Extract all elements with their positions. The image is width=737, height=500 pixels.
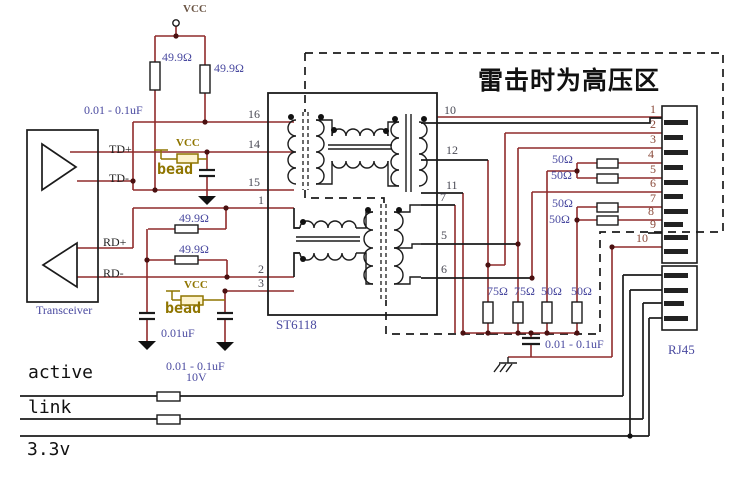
high-voltage-zone-title: 雷击时为高压区 <box>478 66 661 95</box>
rail-3v3-label: 3.3v <box>27 439 71 460</box>
rj45-pin-10: 10 <box>636 231 648 245</box>
bead-td-label: bead <box>157 160 194 178</box>
junction-dots <box>130 33 633 439</box>
ferrite-bead-td <box>154 149 207 164</box>
active-led-label: active <box>28 362 94 383</box>
cap-label-rd-range: 0.01 - 0.1uF <box>166 359 225 373</box>
transceiver-symbol <box>26 129 99 303</box>
chip-pin-5: 5 <box>441 228 447 242</box>
rj45-pin-9: 9 <box>650 217 656 231</box>
term-r-label-1: 75Ω <box>487 284 508 298</box>
bead-rd-label: bead <box>165 299 202 317</box>
vcc-bead-td-label: VCC <box>176 137 200 149</box>
series-r-label-4: 50Ω <box>549 212 570 226</box>
chip-pin-16: 16 <box>248 107 260 121</box>
rj45-pin-1: 1 <box>650 102 656 116</box>
resistor-label-td2: 49.9Ω <box>214 61 244 75</box>
rj45-pin-6: 6 <box>650 176 656 190</box>
chip-pin-12: 12 <box>446 143 458 157</box>
rd-plus-label: RD+ <box>103 235 127 249</box>
ground-symbols <box>138 196 234 351</box>
rx-buffer-icon <box>41 241 78 289</box>
vcc-top-label: VCC <box>183 3 207 15</box>
transformer-windings <box>287 114 428 285</box>
chip-pin-15: 15 <box>248 175 260 189</box>
transceiver-label: Transceiver <box>36 303 93 317</box>
chip-pin-3: 3 <box>258 276 264 290</box>
cap-label-bottom: 0.01 - 0.1uF <box>545 337 604 351</box>
vcc-bead-rd-label: VCC <box>184 279 208 291</box>
rj45-pin-4: 4 <box>648 147 654 161</box>
rj45-connector <box>661 105 698 331</box>
td-plus-label: TD+ <box>109 142 132 156</box>
chip-pin-1: 1 <box>258 193 264 207</box>
rj45-pin-7: 7 <box>650 191 656 205</box>
term-r-label-4: 50Ω <box>571 284 592 298</box>
term-r-label-2: 75Ω <box>514 284 535 298</box>
series-r-label-3: 50Ω <box>552 196 573 210</box>
rj45-pin-2: 2 <box>650 117 656 131</box>
resistor-bodies <box>149 61 619 425</box>
voltage-10v-label: 10V <box>186 370 207 384</box>
term-r-label-3: 50Ω <box>541 284 562 298</box>
rj45-contacts <box>664 120 688 321</box>
chip-pin-11: 11 <box>446 178 458 192</box>
chip-outline <box>267 92 438 316</box>
ferrite-bead-rd <box>166 290 225 306</box>
rj45-label: RJ45 <box>668 342 695 357</box>
cap-label-rd: 0.01uF <box>161 326 195 340</box>
series-r-label-2: 50Ω <box>551 168 572 182</box>
rj45-pin-8: 8 <box>648 204 654 218</box>
chip-pin-14: 14 <box>248 137 260 151</box>
transformer-cores-dashed <box>302 112 387 300</box>
rd-minus-label: RD- <box>103 266 124 280</box>
series-r-label-1: 50Ω <box>552 152 573 166</box>
resistor-label-rd1: 49.9Ω <box>179 211 209 225</box>
chip-pin-6: 6 <box>441 262 447 276</box>
resistor-label-rd2: 49.9Ω <box>179 242 209 256</box>
vcc-terminal-icon <box>172 19 180 27</box>
black-wires <box>293 117 662 279</box>
tx-buffer-icon <box>41 142 78 192</box>
high-voltage-boundary <box>304 52 724 335</box>
link-led-label: link <box>28 397 72 418</box>
chip-pin-10: 10 <box>444 103 456 117</box>
led-wiring <box>20 274 662 437</box>
rj45-pin-5: 5 <box>650 162 656 176</box>
capacitor-plates <box>139 168 540 346</box>
chip-label: ST6118 <box>276 317 317 332</box>
chip-pin-7: 7 <box>440 190 446 204</box>
chip-pin-2: 2 <box>258 262 264 276</box>
cap-label-top: 0.01 - 0.1uF <box>84 103 143 117</box>
resistor-label-td1: 49.9Ω <box>162 50 192 64</box>
td-minus-label: TD- <box>109 171 129 185</box>
rj45-pin-3: 3 <box>650 132 656 146</box>
winding-phase-dots <box>288 114 427 262</box>
chassis-ground-icon <box>493 357 517 373</box>
